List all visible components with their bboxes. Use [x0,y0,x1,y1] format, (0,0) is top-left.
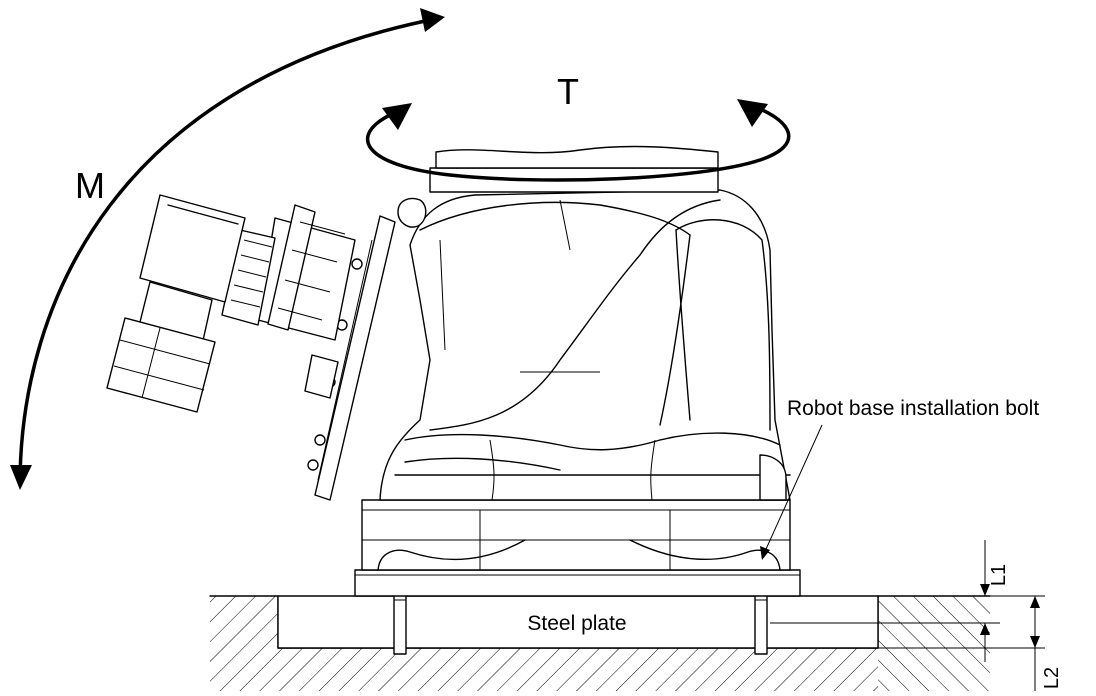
side-connector-panel [106,194,396,501]
steel-plate: Steel plate [277,595,879,649]
torque-label: T [557,71,579,112]
moment-label: M [75,165,105,206]
dimension-l1-label: L1 [988,564,1010,586]
dimension-lines: L1 L2 [770,540,1063,691]
ground [209,595,991,691]
bolt-callout: Robot base installation bolt [760,397,1039,560]
robot-base [354,145,801,597]
moment-arrow: M [10,8,445,490]
dimension-l2-label: L2 [1041,667,1063,689]
steel-plate-label: Steel plate [527,612,626,635]
torque-arrow: T [365,71,791,182]
bolt-label: Robot base installation bolt [787,397,1039,420]
